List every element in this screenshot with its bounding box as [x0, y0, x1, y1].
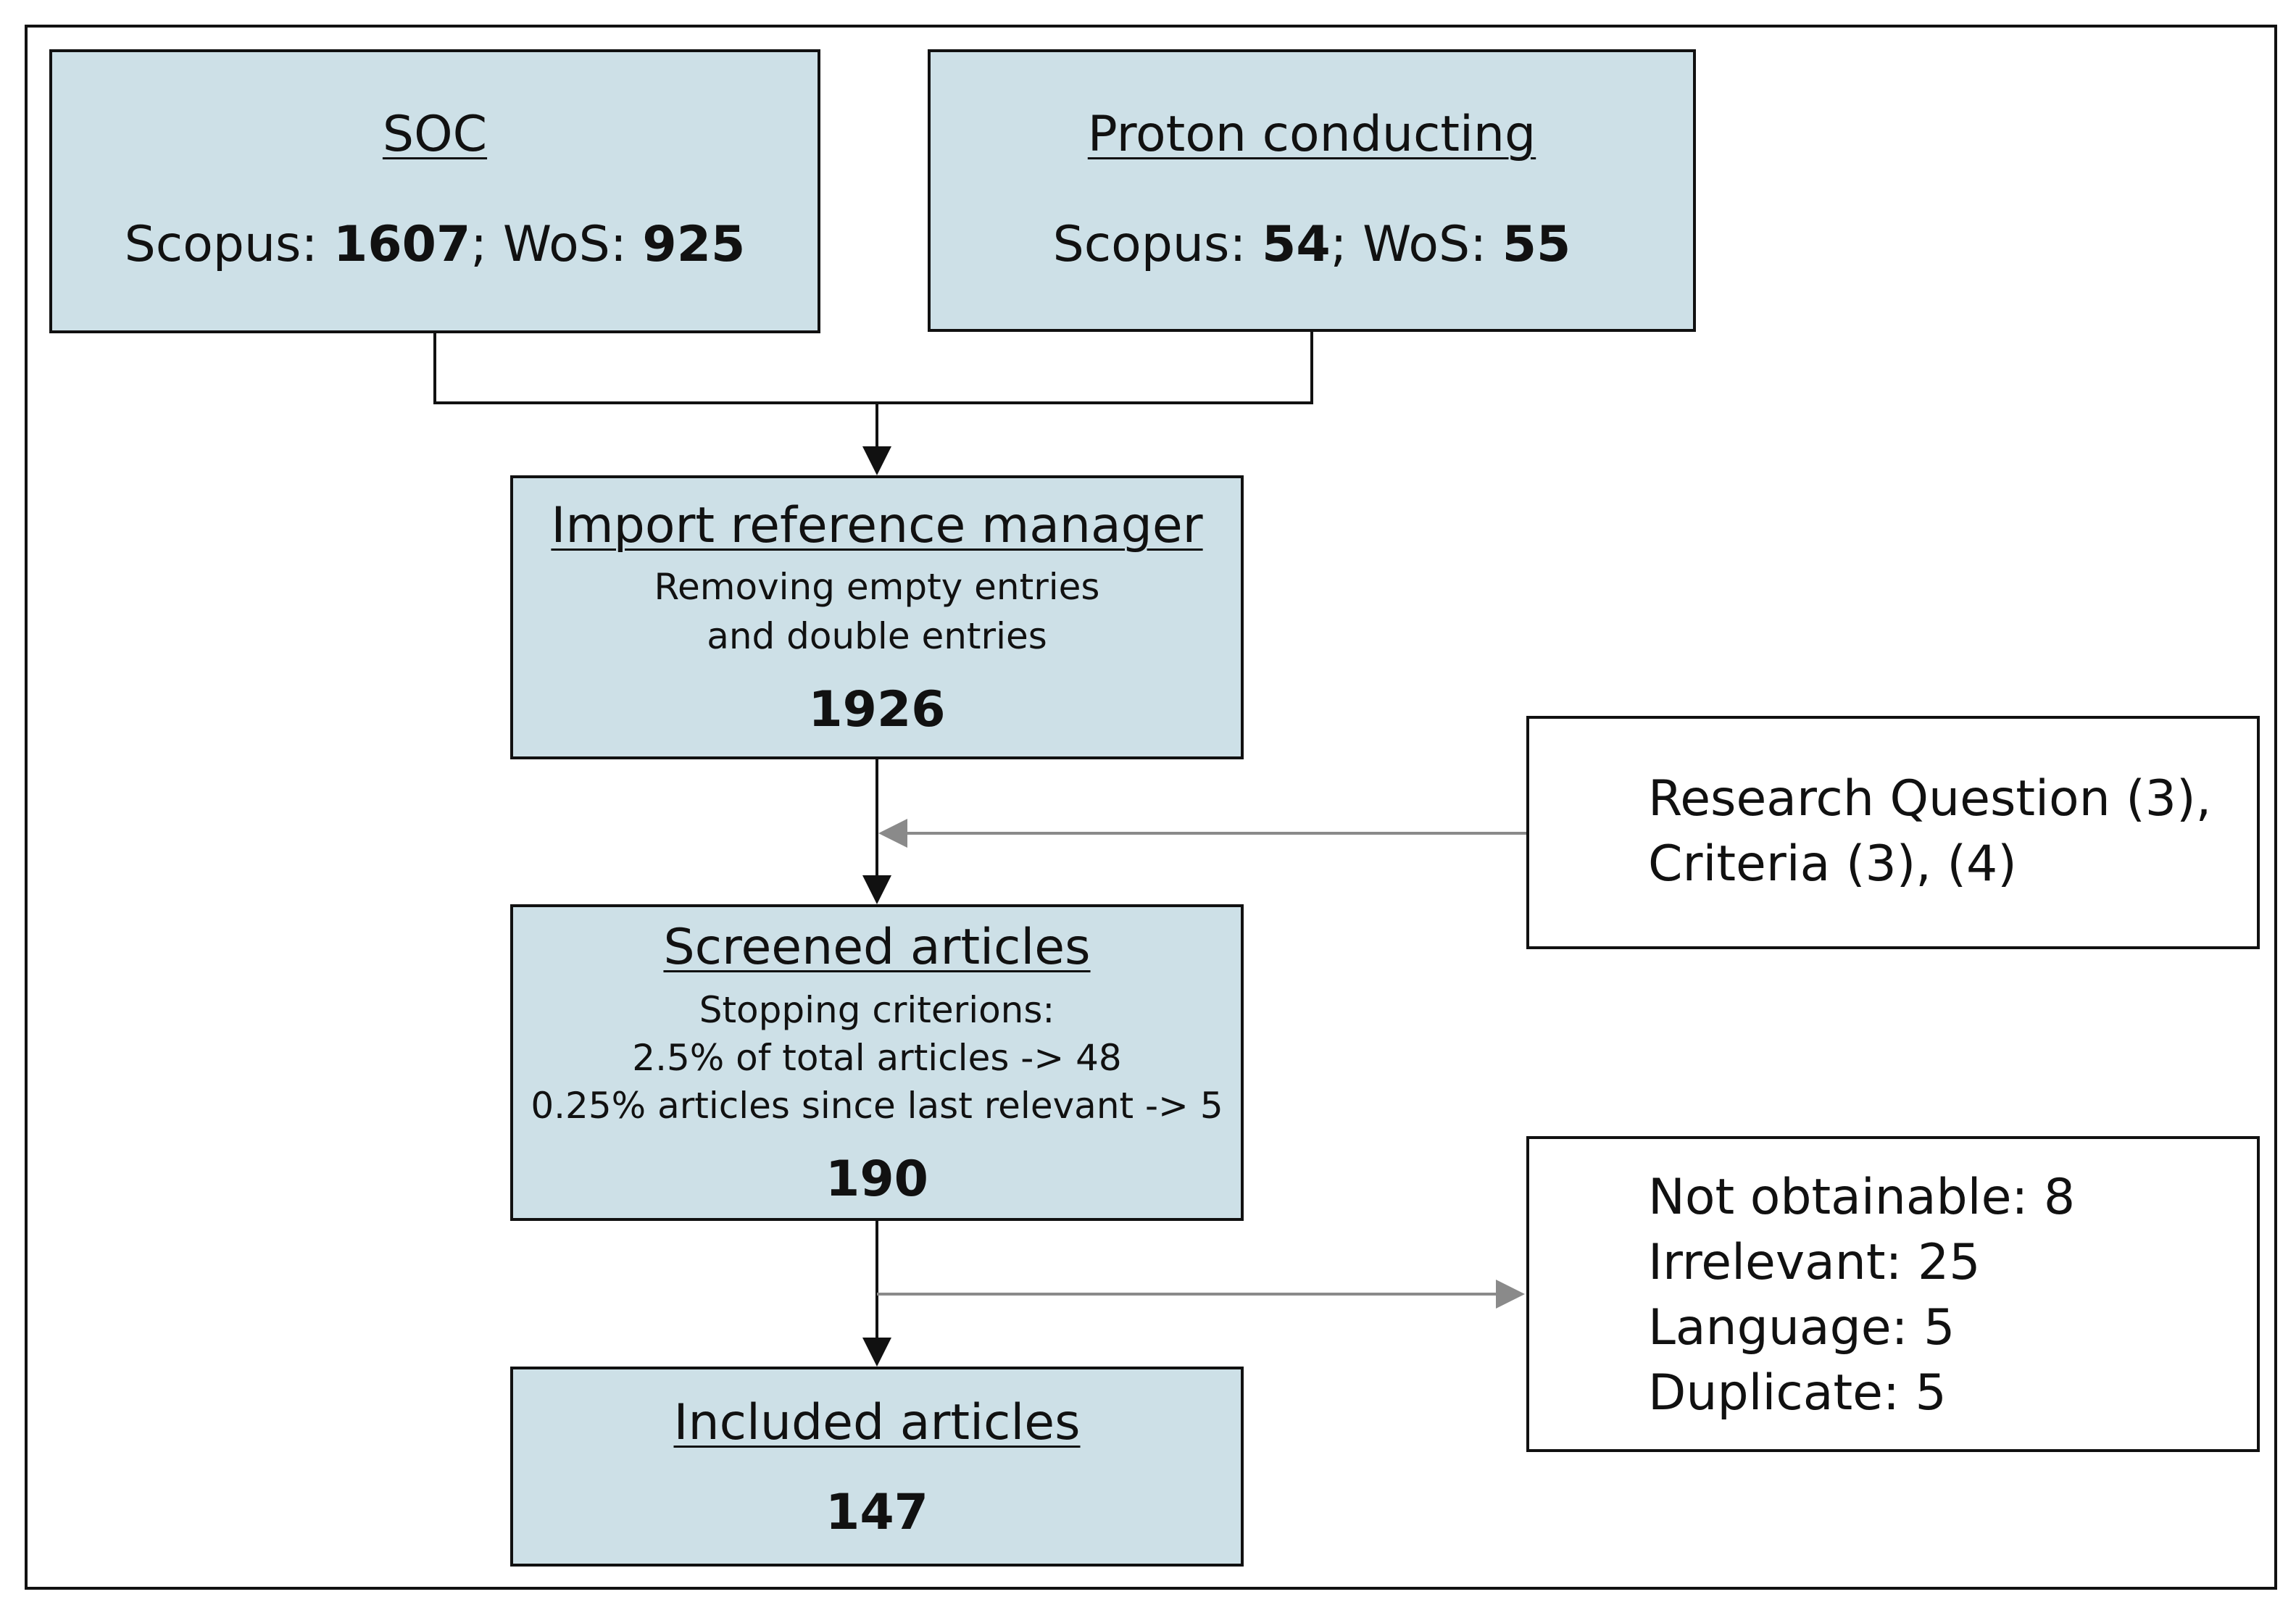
- exclusion-irrelevant: Irrelevant: 25: [1648, 1234, 1981, 1291]
- screened-box: Screened articles Stopping criterions: 2…: [510, 904, 1244, 1221]
- proton-box: Proton conducting Scopus: 54; WoS: 55: [928, 49, 1696, 332]
- proton-scopus-value: 54: [1262, 216, 1331, 273]
- soc-scopus-value: 1607: [333, 216, 471, 273]
- merge-connector: [433, 332, 1313, 404]
- screened-count: 190: [825, 1151, 928, 1208]
- proton-counts: Scopus: 54; WoS: 55: [1052, 216, 1571, 273]
- proton-title: Proton conducting: [1087, 106, 1536, 163]
- soc-title: SOC: [382, 106, 488, 163]
- included-box: Included articles 147: [510, 1367, 1244, 1567]
- exclusion-duplicate: Duplicate: 5: [1648, 1364, 1947, 1422]
- screened-line1: Stopping criterions:: [699, 989, 1055, 1031]
- included-title: Included articles: [673, 1394, 1081, 1451]
- included-count: 147: [825, 1484, 928, 1541]
- criteria-line1: Research Question (3),: [1648, 770, 2212, 827]
- exclusion-language: Language: 5: [1648, 1299, 1955, 1356]
- soc-counts: Scopus: 1607; WoS: 925: [124, 216, 746, 273]
- import-line1: Removing empty entries: [654, 566, 1100, 608]
- proton-wos-value: 55: [1502, 216, 1571, 273]
- criteria-line2: Criteria (3), (4): [1648, 835, 2017, 893]
- import-count: 1926: [808, 681, 946, 738]
- screened-line2: 2.5% of total articles -> 48: [632, 1037, 1122, 1079]
- import-box: Import reference manager Removing empty …: [510, 475, 1244, 759]
- criteria-box: Research Question (3), Criteria (3), (4): [1526, 716, 2260, 949]
- soc-scopus-label: Scopus:: [124, 216, 318, 273]
- screened-title: Screened articles: [663, 919, 1091, 976]
- soc-wos-label: WoS:: [502, 216, 627, 273]
- screened-line3: 0.25% articles since last relevant -> 5: [531, 1085, 1223, 1127]
- exclusions-box: Not obtainable: 8 Irrelevant: 25 Languag…: [1526, 1136, 2260, 1452]
- proton-wos-label: WoS:: [1363, 216, 1487, 273]
- import-line2: and double entries: [707, 615, 1047, 657]
- soc-wos-value: 925: [642, 216, 746, 273]
- import-title: Import reference manager: [551, 497, 1203, 554]
- exclusion-not-obtainable: Not obtainable: 8: [1648, 1169, 2076, 1226]
- proton-scopus-label: Scopus:: [1052, 216, 1247, 273]
- diagram-frame: [25, 25, 2277, 1590]
- soc-box: SOC Scopus: 1607; WoS: 925: [49, 49, 820, 333]
